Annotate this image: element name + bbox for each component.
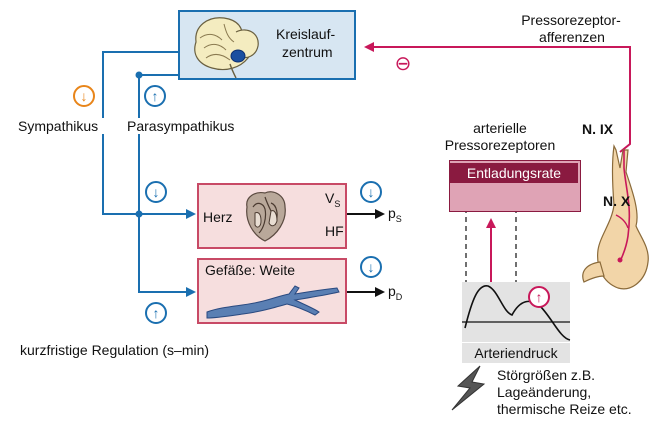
lightning-icon <box>451 365 486 411</box>
disturbance-line3: thermische Reize etc. <box>497 401 632 417</box>
afferent-line <box>364 42 631 153</box>
ps-label: pS <box>388 205 402 224</box>
inhibition-minus-icon: ⊖ <box>394 53 412 75</box>
efferent-lines <box>102 51 196 297</box>
herz-box: Herz VS HF <box>197 183 347 249</box>
vs-label: VS <box>325 190 341 209</box>
gefaesse-box: Gefäße: Weite <box>197 258 347 324</box>
herz-input-arrow <box>138 134 196 219</box>
receptor-title-line1: arterielle <box>473 120 527 136</box>
para-junction <box>135 71 143 79</box>
gefaesse-para-sign-icon: ↑ <box>145 302 167 324</box>
heart-icon <box>246 191 286 242</box>
vessel-icon <box>206 285 340 319</box>
pd-label: pD <box>388 283 403 302</box>
nerve-x-label: N. X <box>603 193 631 209</box>
pressure-sign-icon: ↑ <box>528 286 550 308</box>
gefaesse-label: Gefäße: Weite <box>205 262 296 278</box>
herz-junction <box>135 210 143 218</box>
gefaesse-output-sign-icon: ↓ <box>360 256 382 278</box>
disturbance-line1: Störgrößen z.B. <box>497 367 596 383</box>
sympathikus-sign-icon: ↓ <box>73 85 95 107</box>
pressure-label: Arteriendruck <box>462 343 570 363</box>
herz-sign-icon: ↓ <box>145 181 167 203</box>
output-arrows <box>347 209 385 297</box>
pressure-curve <box>464 285 571 341</box>
herz-output-sign-icon: ↓ <box>360 181 382 203</box>
herz-label: Herz <box>203 209 233 225</box>
receptor-title-line2: Pressorezeptoren <box>444 137 556 153</box>
hf-label: HF <box>325 223 344 239</box>
aorta-carotid-icon <box>582 144 649 290</box>
discharge-rate-label: Entladungsrate <box>450 163 578 183</box>
disturbance-line2: Lageänderung, <box>497 384 592 400</box>
afferent-label-line2: afferenzen <box>539 29 605 45</box>
center-label-line1: Kreislauf- <box>276 26 336 42</box>
discharge-rate-box: Entladungsrate <box>449 160 581 212</box>
sympathikus-to-herz <box>102 134 139 215</box>
nerve-ix-label: N. IX <box>582 121 614 137</box>
afferent-label-line1: Pressorezeptor- <box>521 12 621 28</box>
gefaesse-input-arrow <box>138 214 196 297</box>
brainstem-icon <box>194 17 259 78</box>
sympathikus-line <box>102 51 178 118</box>
parasympathikus-label: Parasympathikus <box>127 118 235 134</box>
pressure-curve-panel <box>462 282 570 342</box>
center-label-line2: zentrum <box>282 44 333 60</box>
regulation-label: kurzfristige Regulation (s–min) <box>20 342 210 358</box>
sympathikus-label: Sympathikus <box>18 118 99 134</box>
dashed-guides <box>465 208 517 305</box>
kreislaufzentrum-box: Kreislauf- zentrum <box>178 10 356 80</box>
parasympathikus-sign-icon: ↑ <box>144 85 166 107</box>
